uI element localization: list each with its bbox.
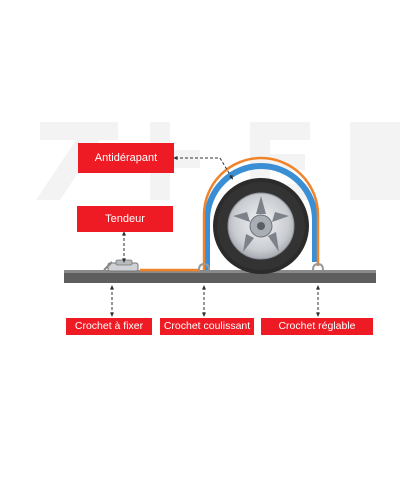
ratchet-tensioner xyxy=(103,259,139,272)
label-crochet-coulissant: Crochet coulissant xyxy=(160,318,254,335)
hook-adjustable xyxy=(312,262,324,271)
leader-lines xyxy=(110,156,320,317)
wheel xyxy=(204,163,318,274)
strap xyxy=(140,156,320,272)
label-tendeur: Tendeur xyxy=(77,206,173,232)
label-crochet-a-fixer: Crochet à fixer xyxy=(66,318,152,335)
antislip-sleeve xyxy=(204,163,318,270)
rail xyxy=(64,270,376,283)
label-antiderapant: Antidérapant xyxy=(78,143,174,173)
label-crochet-reglable: Crochet réglable xyxy=(261,318,373,335)
hook-sliding xyxy=(198,262,210,271)
leader-antiderapant xyxy=(173,156,234,180)
